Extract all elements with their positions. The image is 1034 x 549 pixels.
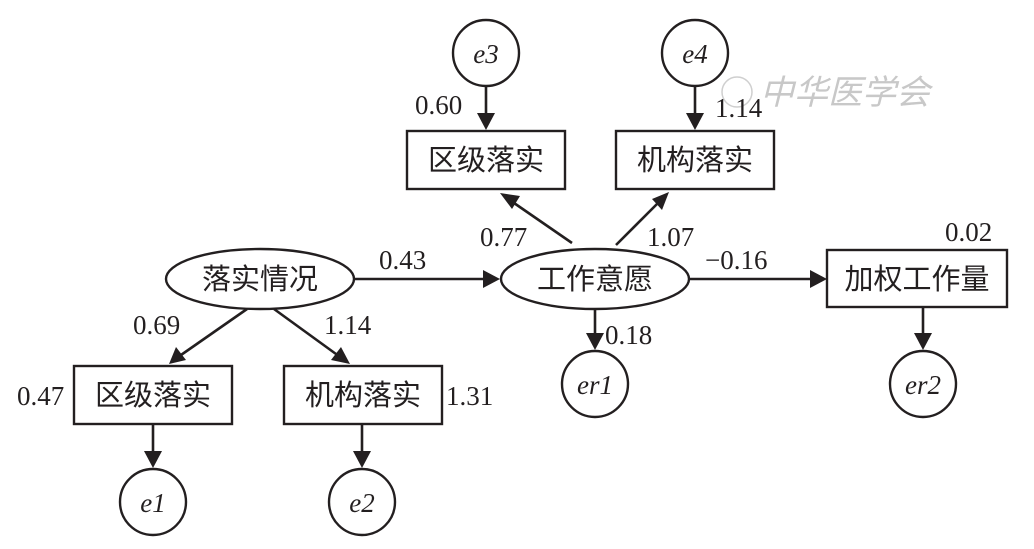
edges xyxy=(144,86,932,468)
coef-qingkuang-jigou: 1.14 xyxy=(324,310,372,340)
node-yiyuan-label: 工作意愿 xyxy=(537,262,653,296)
node-quji-top-label: 区级落实 xyxy=(428,143,544,177)
node-e2-label: e2 xyxy=(349,488,374,518)
arrowhead-jiaquan-to-er2 xyxy=(914,333,932,350)
arrowhead-yiyuan-to-quji xyxy=(500,193,520,209)
latent-variables: 落实情况 工作意愿 xyxy=(164,247,691,311)
node-e4 xyxy=(660,18,730,88)
node-jigou-top-label: 机构落实 xyxy=(637,143,753,177)
watermark: 中华医学会 xyxy=(721,73,934,113)
coef-qingkuang-quji: 0.69 xyxy=(133,310,180,340)
coef-qingkuang-yiyuan: 0.43 xyxy=(379,245,426,275)
coef-e3-quji: 0.60 xyxy=(415,90,462,120)
arrowhead-qingkuang-to-jigou xyxy=(331,347,350,364)
node-qingkuang xyxy=(164,247,356,311)
arrowhead-yiyuan-to-er1 xyxy=(586,333,604,350)
node-e1-label: e1 xyxy=(140,488,165,518)
coef-yiyuan-jiaquan: −0.16 xyxy=(705,245,767,275)
watermark-seal-icon xyxy=(721,76,753,108)
node-e2 xyxy=(327,467,397,537)
node-er1 xyxy=(560,349,630,419)
node-e3 xyxy=(451,18,521,88)
arrowhead-yiyuan-to-jigou xyxy=(652,192,669,210)
coef-yiyuan-er1: 0.18 xyxy=(605,320,652,350)
node-jiaquan xyxy=(825,248,1009,309)
node-yiyuan xyxy=(499,247,691,311)
arrowhead-qingkuang-to-quji xyxy=(169,347,186,364)
node-qingkuang-label: 落实情况 xyxy=(202,262,318,296)
arrowhead-qingkuang-to-yiyuan xyxy=(483,270,500,288)
coefficients: 0.60 1.14 0.77 1.07 0.43 −0.16 0.02 0.69… xyxy=(17,90,992,411)
error-terms: e3 e4 er1 er2 e1 e2 xyxy=(118,18,958,537)
edge-qingkuang-to-quji xyxy=(180,307,248,357)
node-e4-label: e4 xyxy=(682,39,707,69)
coef-yiyuan-jigou: 1.07 xyxy=(647,222,694,252)
observed-variables: 区级落实 机构落实 加权工作量 区级落实 机构落实 xyxy=(72,129,1009,426)
watermark-text: 中华医学会 xyxy=(760,73,934,113)
edge-yiyuan-to-quji xyxy=(513,201,573,245)
arrowhead-jigou-to-e2 xyxy=(353,451,371,468)
node-e3-label: e3 xyxy=(473,39,498,69)
node-er1-label: er1 xyxy=(577,370,613,400)
edge-yiyuan-to-jigou xyxy=(615,203,658,246)
node-jiaquan-label: 加权工作量 xyxy=(844,262,989,296)
coef-quji-bottom-side: 0.47 xyxy=(17,381,64,411)
arrowhead-quji-to-e1 xyxy=(144,451,162,468)
arrowhead-yiyuan-to-jiaquan xyxy=(810,270,827,288)
node-jigou-top xyxy=(614,129,776,191)
coef-jigou-bottom-side: 1.31 xyxy=(446,381,493,411)
node-quji-bottom-label: 区级落实 xyxy=(95,378,211,412)
node-jigou-bottom xyxy=(282,364,444,426)
node-e1 xyxy=(118,467,188,537)
node-er2 xyxy=(888,349,958,419)
edge-qingkuang-to-jigou xyxy=(273,307,337,356)
coef-yiyuan-quji: 0.77 xyxy=(480,222,527,252)
coef-e4-jigou: 1.14 xyxy=(715,93,763,123)
node-er2-label: er2 xyxy=(905,370,941,400)
coef-jiaquan-r2: 0.02 xyxy=(945,217,992,247)
node-quji-bottom xyxy=(72,364,234,426)
node-jigou-bottom-label: 机构落实 xyxy=(305,378,421,412)
arrowhead-e4-to-jigou xyxy=(686,113,704,130)
node-quji-top xyxy=(405,129,567,191)
arrowhead-e3-to-quji xyxy=(477,113,495,130)
